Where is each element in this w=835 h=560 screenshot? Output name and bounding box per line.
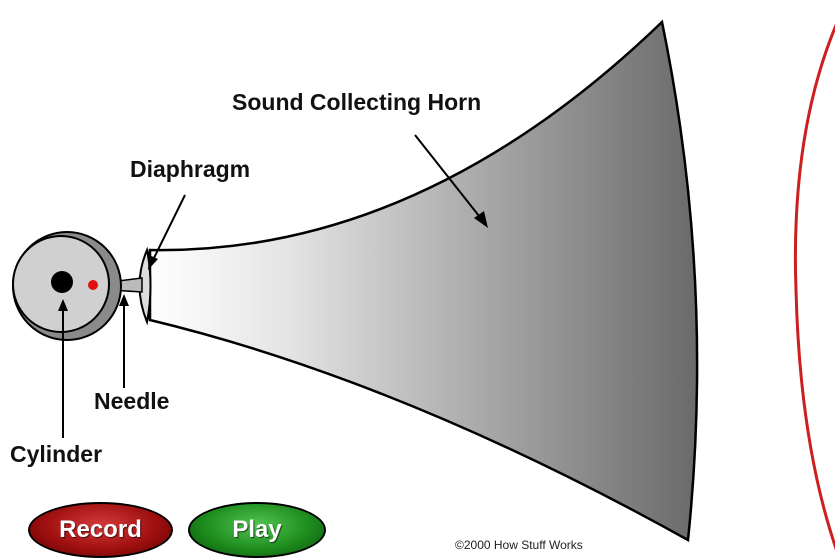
cylinder-hole: [51, 271, 73, 293]
horn-pointer-line: [414, 134, 484, 222]
play-button[interactable]: Play: [188, 502, 326, 558]
cylinder-label: Cylinder: [10, 441, 103, 467]
cylinder-pointer-arrowhead: [58, 299, 68, 311]
diaphragm-pointer-arrowhead: [148, 255, 158, 270]
copyright-text: ©2000 How Stuff Works: [455, 538, 583, 552]
diaphragm: [138, 246, 152, 326]
diaphragm-label: Diaphragm: [130, 156, 251, 182]
horn-label: Sound Collecting Horn: [232, 89, 482, 115]
record-button[interactable]: Record: [28, 502, 173, 558]
cylinder-red-dot: [88, 280, 98, 290]
needle-label: Needle: [94, 388, 170, 414]
horn-pointer-arrowhead: [474, 211, 488, 228]
diaphragm-pointer-line: [151, 194, 186, 263]
needle-pointer-arrowhead: [119, 294, 129, 306]
sound-collecting-horn: [148, 19, 699, 543]
red-outline-circle: [793, 23, 835, 551]
